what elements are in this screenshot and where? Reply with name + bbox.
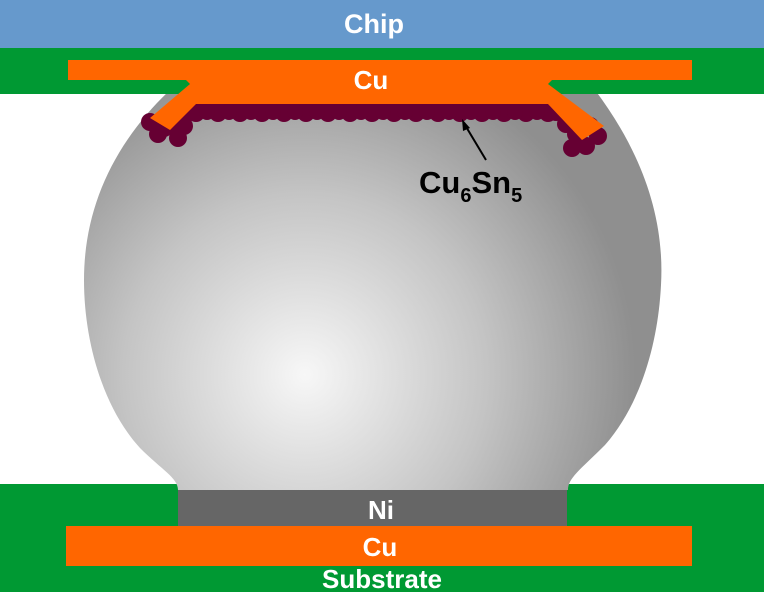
imc-grain	[419, 104, 435, 120]
imc-grain	[353, 104, 369, 120]
imc-label: Cu6Sn5	[419, 165, 522, 207]
top-cu-label: Cu	[354, 65, 389, 95]
arrow-head-icon	[462, 119, 470, 131]
imc-grain	[287, 104, 303, 120]
imc-grain	[243, 104, 259, 120]
solder-ball	[84, 90, 662, 490]
chip-label: Chip	[344, 9, 404, 39]
imc-grain	[577, 137, 595, 155]
imc-grain	[441, 104, 457, 120]
imc-grain	[199, 104, 215, 120]
imc-grain	[397, 104, 413, 120]
ni-label: Ni	[368, 495, 394, 525]
imc-grain	[563, 139, 581, 157]
imc-grain	[485, 104, 501, 120]
chip-layer	[0, 0, 764, 48]
imc-grain	[529, 104, 545, 120]
imc-pointer-arrow	[464, 124, 487, 161]
imc-grain	[507, 104, 523, 120]
imc-grain	[331, 104, 347, 120]
ni-layer	[178, 490, 567, 526]
imc-grain	[175, 117, 193, 135]
bottom-cu-pad	[66, 526, 692, 566]
imc-grain	[221, 104, 237, 120]
imc-grain	[375, 104, 391, 120]
bottom-cu-label: Cu	[363, 532, 398, 562]
imc-grain	[265, 104, 281, 120]
top-cu-pad	[68, 60, 692, 140]
imc-grain	[309, 104, 325, 120]
imc-grain	[463, 104, 479, 120]
substrate-label: Substrate	[322, 564, 442, 592]
